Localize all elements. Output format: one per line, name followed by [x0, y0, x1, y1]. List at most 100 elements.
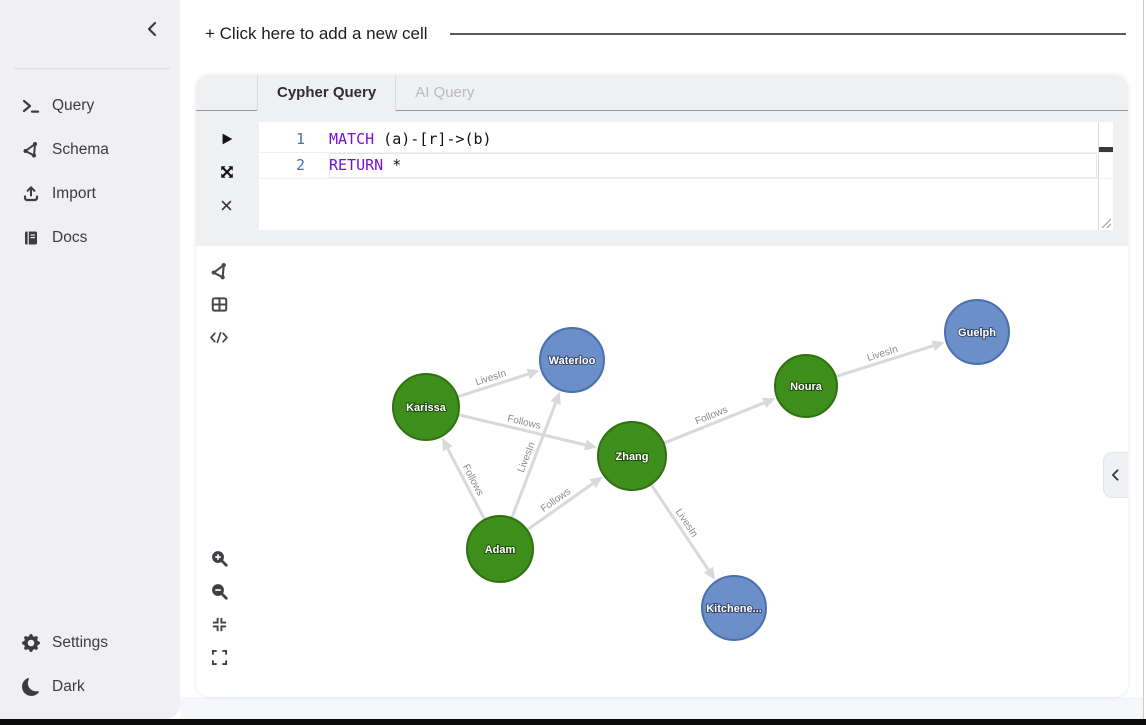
arrows-expand-icon — [219, 164, 235, 180]
sidebar-item-label: Query — [52, 97, 95, 114]
sidebar-divider — [14, 68, 170, 69]
editor-resize-grip[interactable] — [1100, 217, 1111, 228]
sidebar-item-import[interactable]: Import — [0, 172, 180, 216]
graph-edge-arrowhead — [703, 566, 716, 580]
graph-node-guelph[interactable] — [944, 299, 1010, 365]
code-line[interactable]: 2 RETURN * — [259, 153, 1113, 179]
graph-edge-arrowhead — [550, 391, 561, 405]
sidebar-item-dark[interactable]: Dark — [0, 665, 180, 709]
add-cell-rule — [449, 33, 1126, 35]
graph-edge-zhang-kitchener — [650, 484, 710, 571]
moon-icon — [22, 678, 40, 696]
below-card-strip — [180, 697, 1143, 719]
zoom-in-button[interactable] — [209, 548, 229, 568]
graph-node-adam[interactable] — [466, 515, 534, 583]
sidebar-collapse-button[interactable] — [144, 20, 164, 40]
graph-edge-arrowhead — [762, 397, 776, 408]
graph-edge-arrowhead — [931, 340, 945, 352]
graph-node-label: Guelph — [958, 327, 996, 339]
view-graph-button[interactable] — [209, 261, 229, 281]
tab-underline — [196, 110, 1128, 111]
graph-edge-arrowhead — [584, 439, 597, 451]
chevron-left-icon — [1109, 468, 1123, 482]
query-cell-card: Cypher Query AI Query 1 MATCH (a)-[r]->(b… — [196, 75, 1128, 697]
graph-triangle-icon — [22, 141, 40, 159]
sidebar-item-schema[interactable]: Schema — [0, 128, 180, 172]
graph-zoom-toolbar — [209, 548, 229, 667]
editor-toolbar — [196, 130, 257, 214]
code-brackets-icon — [209, 328, 229, 347]
graph-edge-adam-zhang — [526, 482, 594, 531]
run-query-button[interactable] — [218, 130, 236, 148]
expand-cell-button[interactable] — [218, 163, 236, 181]
tab-row: Cypher Query AI Query — [257, 75, 1128, 111]
table-grid-icon — [210, 295, 229, 314]
graph-triangle-icon — [210, 262, 229, 281]
graph-node-label: Kitchene... — [706, 603, 762, 615]
window-right-border — [1143, 0, 1144, 719]
editor-scrollbar-thumb[interactable] — [1099, 147, 1113, 152]
graph-node-noura[interactable] — [774, 354, 838, 418]
sidebar-item-label: Settings — [52, 634, 109, 651]
gear-icon — [22, 634, 40, 652]
fullscreen-icon — [211, 649, 228, 666]
graph-edge-arrowhead — [589, 476, 603, 489]
view-code-button[interactable] — [209, 327, 229, 347]
code-text: MATCH (a)-[r]->(b) — [329, 130, 492, 148]
fullscreen-exit-icon — [211, 616, 228, 633]
line-number: 1 — [295, 130, 305, 148]
graph-node-label: Adam — [485, 544, 516, 556]
code-editor[interactable]: 1 MATCH (a)-[r]->(b) 2 RETURN * — [259, 122, 1113, 230]
magnifier-plus-icon — [210, 549, 229, 568]
sidebar-item-settings[interactable]: Settings — [0, 621, 180, 665]
add-cell-label: + Click here to add a new cell — [205, 24, 428, 43]
code-line[interactable]: 1 MATCH (a)-[r]->(b) — [259, 127, 1113, 153]
code-lines: 1 MATCH (a)-[r]->(b) 2 RETURN * — [259, 122, 1113, 179]
tab-ai-query[interactable]: AI Query — [415, 84, 475, 101]
chevron-left-icon — [144, 20, 164, 38]
fullscreen-button[interactable] — [209, 647, 229, 667]
sidebar-item-query[interactable]: Query — [0, 84, 180, 128]
graph-node-karissa[interactable] — [392, 373, 460, 441]
terminal-icon — [22, 97, 40, 115]
tab-cypher-query[interactable]: Cypher Query — [257, 75, 397, 111]
graph-node-label: Waterloo — [549, 355, 596, 367]
bottom-taskbar — [0, 719, 1146, 725]
sidebar-item-label: Schema — [52, 141, 109, 158]
view-table-button[interactable] — [209, 294, 229, 314]
book-icon — [22, 229, 40, 247]
code-text: RETURN * — [329, 153, 1097, 178]
graph-canvas[interactable]: LivesInFollowsFollowsLivesInFollowsFollo… — [196, 246, 1128, 697]
graph-edge-karissa-zhang — [458, 413, 586, 447]
graph-edge-arrowhead — [526, 368, 540, 380]
line-number: 2 — [295, 156, 305, 174]
play-icon — [219, 131, 235, 147]
zoom-out-button[interactable] — [209, 581, 229, 601]
magnifier-minus-icon — [210, 582, 229, 601]
sidebar-nav: Query Schema Import Docs — [0, 84, 180, 260]
close-cell-button[interactable] — [218, 196, 236, 214]
sidebar-item-label: Dark — [52, 678, 85, 695]
sidebar-item-label: Docs — [52, 229, 88, 246]
sidebar-item-label: Import — [52, 185, 96, 202]
graph-node-label: Noura — [790, 381, 823, 393]
upload-icon — [22, 185, 40, 203]
output-view-toolbar — [209, 261, 229, 347]
side-panel-toggle[interactable] — [1103, 452, 1128, 498]
graph-node-kitchener[interactable] — [701, 575, 767, 641]
graph-node-label: Zhang — [616, 451, 649, 463]
graph-node-zhang[interactable] — [597, 421, 667, 491]
graph-node-waterloo[interactable] — [539, 327, 605, 393]
close-icon — [219, 198, 234, 213]
graph-node-label: Karissa — [406, 402, 447, 414]
sidebar: Query Schema Import Docs Settings — [0, 0, 180, 719]
graph-edge-karissa-waterloo — [457, 372, 529, 399]
sidebar-footer: Settings Dark — [0, 621, 180, 709]
graph-edge-arrowhead — [442, 438, 453, 452]
sidebar-item-docs[interactable]: Docs — [0, 216, 180, 260]
fit-view-button[interactable] — [209, 614, 229, 634]
graph-edge-zhang-noura — [663, 401, 765, 445]
add-cell-button[interactable]: + Click here to add a new cell — [205, 24, 1128, 44]
editor-scrollbar-track — [1098, 122, 1099, 230]
